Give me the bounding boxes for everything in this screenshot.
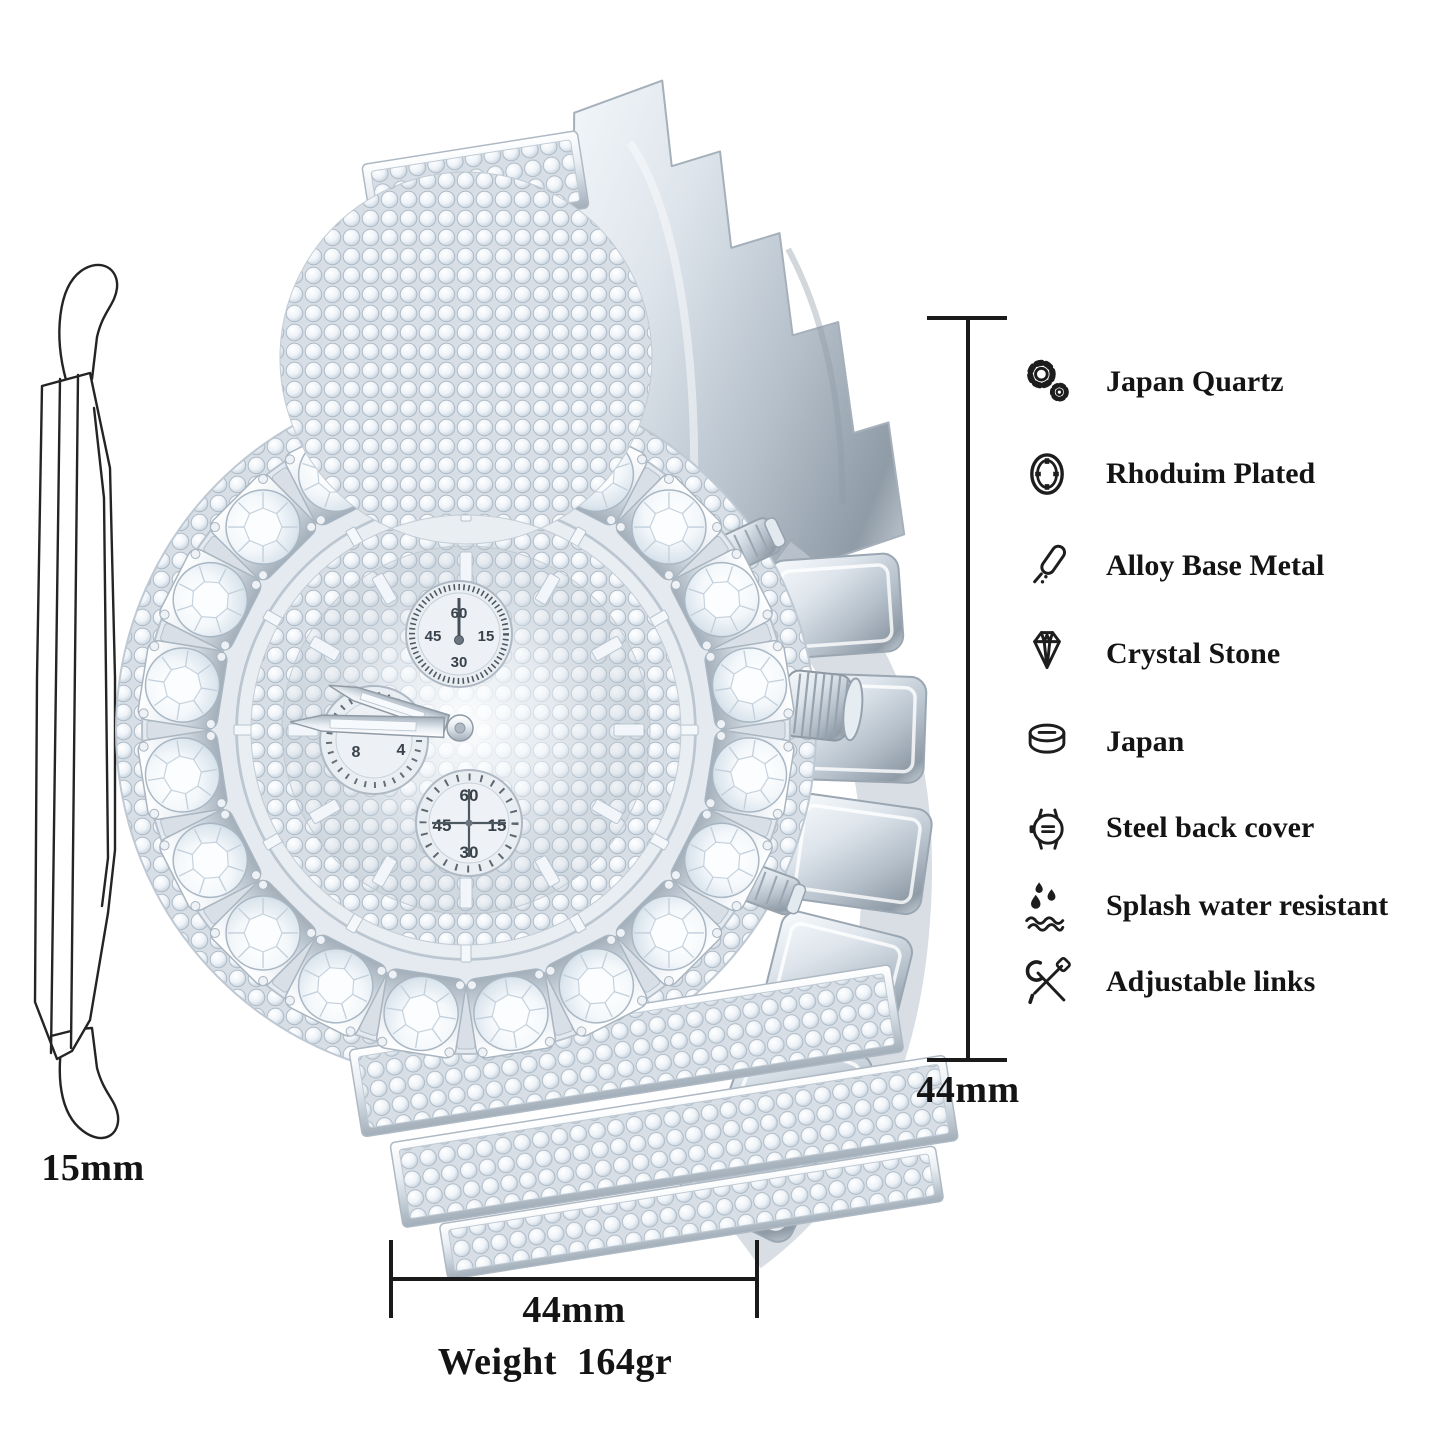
height-dimension-tick-top	[927, 316, 1007, 320]
spec-row-steel-back-cover: Steel back cover	[1018, 798, 1314, 858]
side-profile-drawing	[33, 263, 120, 1140]
height-dimension-tick-bottom	[927, 1058, 1007, 1062]
spec-row-rhodium-plated: Rhoduim Plated	[1018, 444, 1315, 504]
spec-row-crystal-stone: Crystal Stone	[1018, 624, 1280, 684]
subdial-numeral: 15	[478, 628, 495, 645]
profile-top-lug	[58, 263, 119, 382]
subdial-numeral: 45	[425, 628, 442, 645]
subdial-numeral: 8	[352, 744, 361, 761]
spec-label: Japan Quartz	[1106, 365, 1284, 398]
width-dimension-tick-left	[389, 1240, 393, 1318]
weight-label: Weight 164gr	[437, 1341, 673, 1383]
spec-row-adjustable-links: Adjustable links	[1018, 952, 1315, 1012]
minute-hand	[289, 714, 446, 739]
subdial-numeral: 15	[488, 816, 507, 835]
spec-label: Japan	[1106, 725, 1185, 758]
tools-icon	[1018, 953, 1076, 1011]
spec-row-alloy-base-metal: Alloy Base Metal	[1018, 536, 1324, 596]
subdial-bottom: 60 45 15 30	[415, 769, 523, 877]
profile-case-lines	[49, 373, 110, 1055]
gears-icon	[1018, 353, 1076, 411]
height-dimension-line	[966, 318, 970, 1062]
spec-row-japan-movement: Japan	[1018, 712, 1184, 772]
spec-row-splash-water-resistant: Splash water resistant	[1018, 876, 1388, 936]
puck-icon	[1018, 713, 1076, 771]
spec-row-japan-quartz: Japan Quartz	[1018, 352, 1284, 412]
bracelet-bottom	[348, 964, 959, 1280]
water-drops-icon	[1018, 877, 1076, 935]
width-dimension-line	[389, 1277, 759, 1281]
width-dimension-tick-right	[755, 1240, 759, 1318]
height-dimension-label: 44mm	[916, 1069, 1020, 1111]
pen-icon	[1018, 537, 1076, 595]
spec-label: Rhoduim Plated	[1106, 457, 1316, 490]
width-dimension-label: 44mm	[522, 1289, 626, 1331]
watch-hands	[289, 684, 474, 742]
spec-label: Splash water resistant	[1106, 889, 1389, 922]
thickness-label: 15mm	[41, 1147, 145, 1189]
subdial-numeral: 30	[451, 654, 468, 671]
subdial-numeral: 45	[433, 816, 452, 835]
profile-bottom-lug	[58, 1026, 120, 1140]
spec-label: Alloy Base Metal	[1106, 549, 1325, 582]
caseback-icon	[1018, 799, 1076, 857]
subdial-top: 60 45 15 30	[405, 580, 513, 688]
bezel-ring-icon	[1018, 445, 1076, 503]
spec-label: Crystal Stone	[1106, 637, 1281, 670]
diamond-icon	[1018, 625, 1076, 683]
subdial-numeral: 4	[397, 742, 406, 759]
spec-label: Steel back cover	[1106, 811, 1315, 844]
spec-label: Adjustable links	[1106, 965, 1316, 998]
